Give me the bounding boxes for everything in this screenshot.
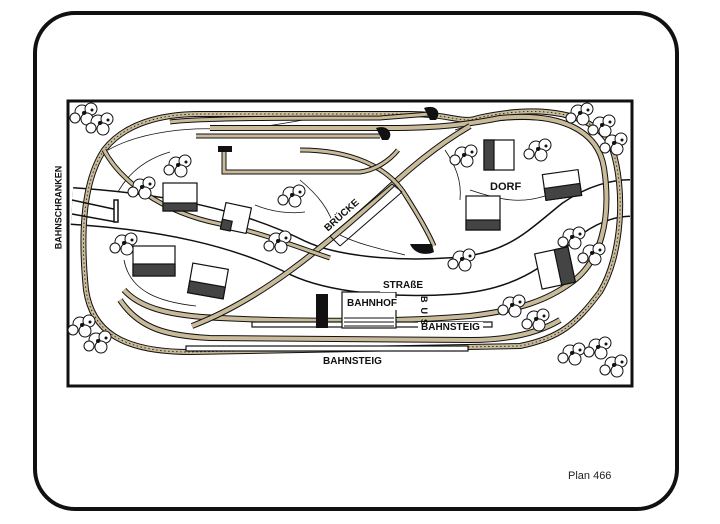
house-icon — [465, 195, 501, 231]
house-icon — [132, 245, 176, 277]
label-strasse: STRAßE — [380, 280, 426, 292]
label-bahnsteig-lower: BAHNSTEIG — [320, 356, 385, 368]
level-crossing — [71, 199, 119, 223]
label-bahnsteig-upper: BAHNSTEIG — [418, 322, 483, 334]
house-icon — [186, 262, 230, 300]
house-icon — [483, 139, 515, 171]
houses — [132, 139, 583, 300]
road — [70, 179, 631, 297]
plan-number: Plan 466 — [568, 470, 612, 482]
track-layout — [80, 106, 624, 356]
house-icon — [162, 182, 198, 212]
house-icon — [541, 168, 583, 202]
label-bahnschranken: BAHNSCHRANKEN — [53, 162, 65, 253]
buffer-stop-icon — [218, 106, 439, 254]
label-dorf: DORF — [490, 181, 522, 193]
platform-lower — [185, 345, 469, 352]
label-bus: BUS — [419, 296, 429, 331]
label-bahnhof: BAHNHOF — [344, 298, 400, 310]
house-icon — [219, 201, 253, 235]
house-icon — [533, 246, 577, 290]
bridge — [329, 183, 403, 247]
